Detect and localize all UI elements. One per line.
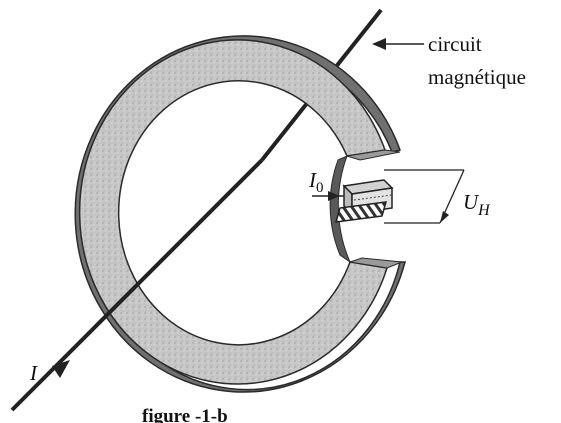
current-I0-arrow	[328, 191, 340, 201]
circuit-pointer-arrowhead	[372, 38, 386, 50]
label-UH-main: U	[463, 190, 480, 214]
magnetic-circuit-face	[78, 39, 388, 385]
magnetic-circuit-inner-bevel	[329, 155, 352, 264]
gap-upper-face	[346, 149, 401, 161]
hall-voltage-indicator	[384, 169, 465, 224]
label-circuit: circuit	[428, 32, 482, 56]
label-magnetique: magnétique	[428, 65, 526, 89]
label-I0-main: I	[308, 168, 317, 192]
label-UH-sub: H	[477, 202, 491, 219]
label-I0-sub: 0	[316, 180, 324, 196]
hall-sensor	[334, 179, 394, 223]
figure-caption: figure -1-b	[142, 406, 228, 423]
current-I-arrow	[52, 360, 70, 378]
label-I0: I0	[308, 168, 324, 196]
label-I: I	[29, 361, 38, 385]
hall-electrodes	[334, 201, 388, 223]
label-UH: UH	[463, 190, 491, 219]
magnetic-circuit	[74, 35, 406, 393]
gap-lower-face	[349, 257, 403, 269]
